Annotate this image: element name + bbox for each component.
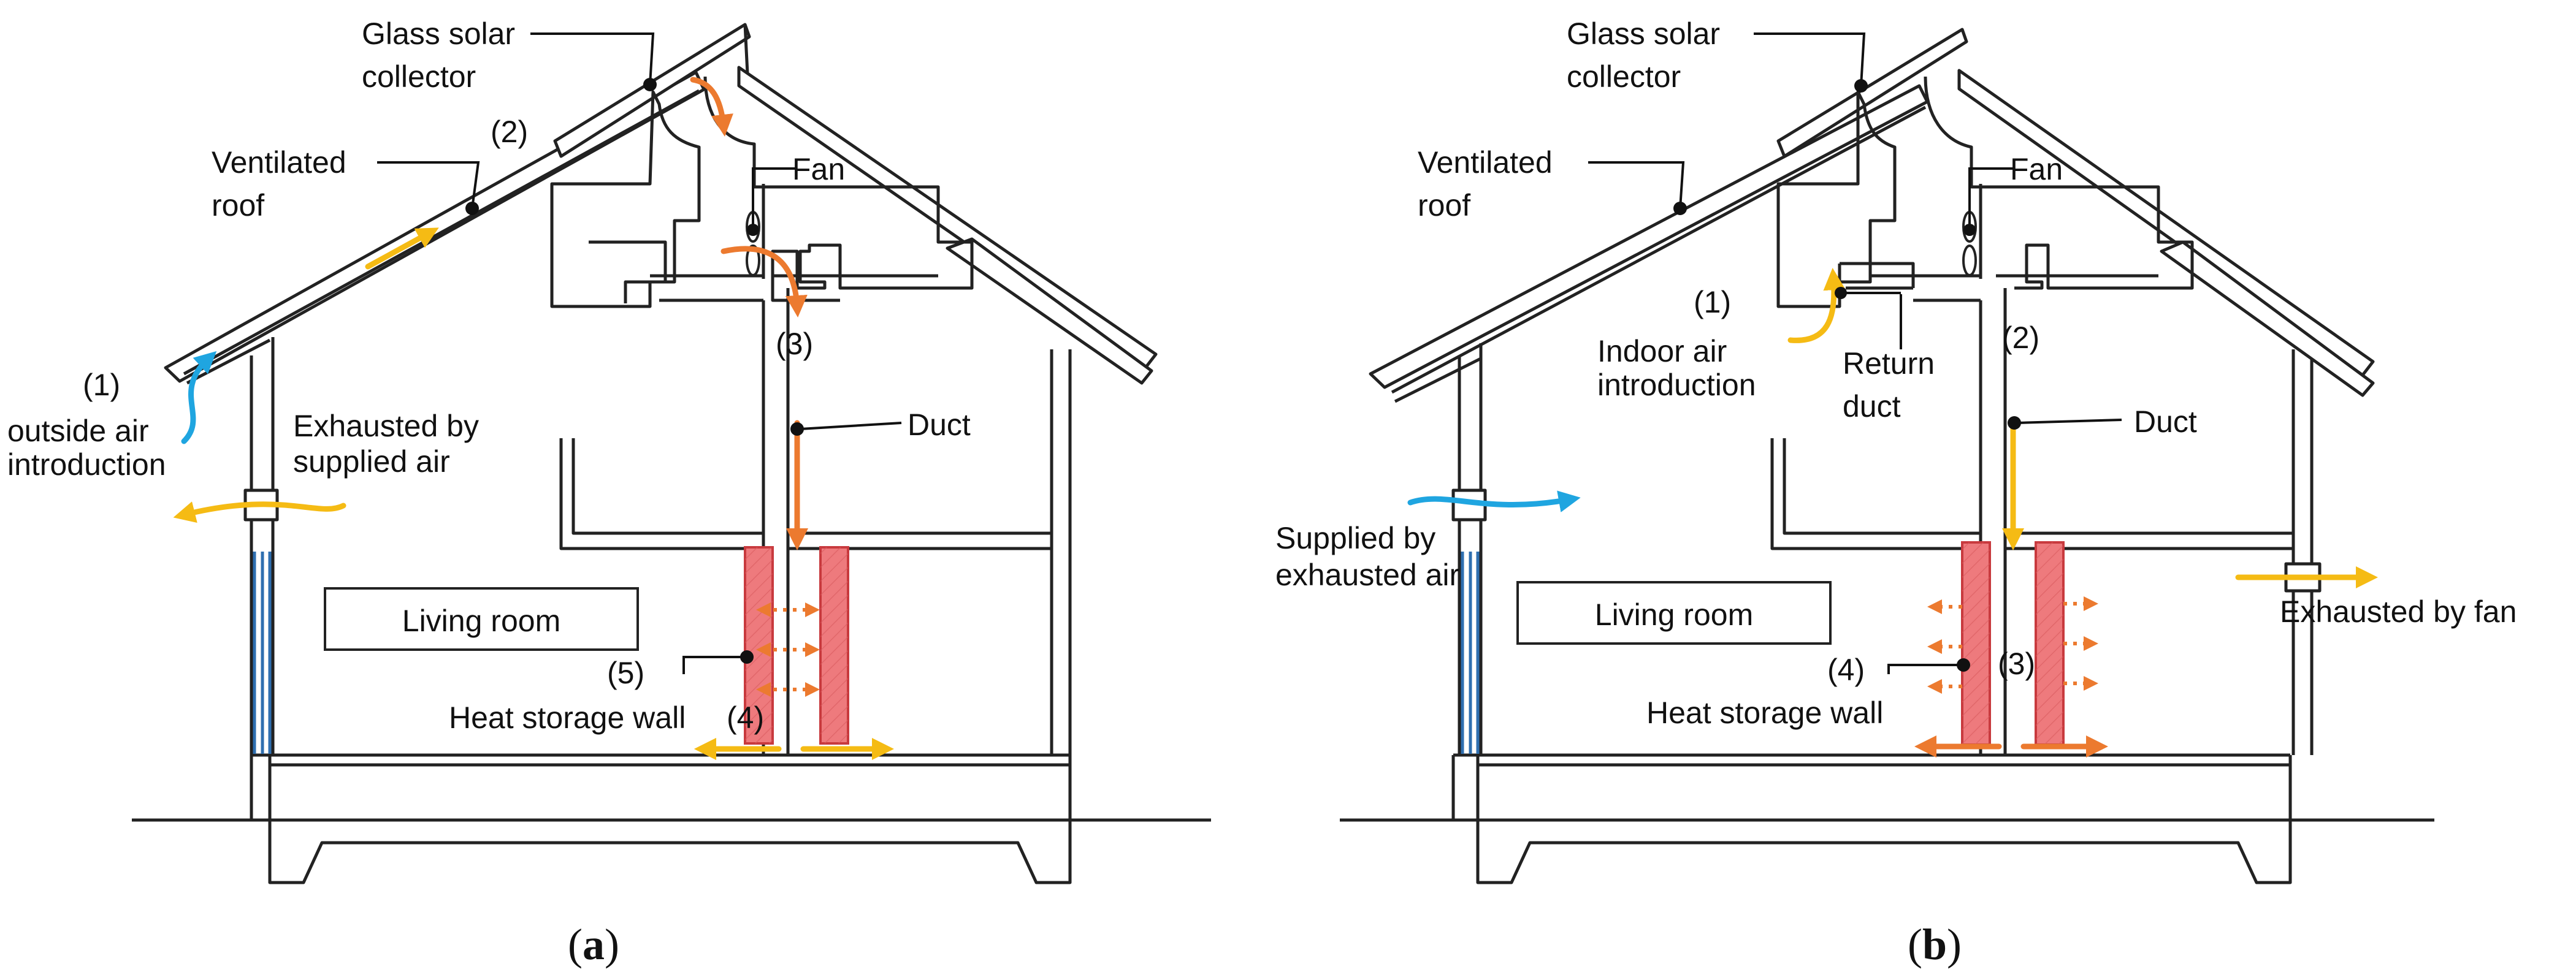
label-heat-wall-a: Heat storage wall (449, 701, 686, 735)
label-indoor-2-b: introduction (1597, 368, 1756, 402)
window-b (1461, 552, 1480, 754)
label-roof-2-b: roof (1418, 188, 1470, 222)
label-outside-2-a: introduction (7, 447, 166, 482)
label-n2-a: (2) (491, 115, 528, 149)
label-n5-a: (5) (607, 656, 644, 690)
label-n1-a: (1) (83, 368, 120, 402)
glass-solar-collector-b (1776, 28, 1968, 158)
floor-slab (251, 753, 1070, 767)
upper-floor-b (1770, 438, 2293, 550)
panel-b: Glass solar collector Ventilated roof Fa… (1275, 17, 2517, 969)
attic-chamber-b (1924, 76, 2194, 290)
heat-storage-wall-b (1961, 541, 2065, 746)
leader-roof-a (377, 161, 480, 209)
attic-left-box-2 (589, 240, 667, 303)
label-living-room-b: Living room (1595, 598, 1753, 632)
ventilated-roof-inner (183, 89, 700, 385)
label-indoor-1-b: Indoor air (1597, 334, 1727, 368)
dot-roof-b (1673, 202, 1687, 215)
label-exhausted-1-a: Exhausted by (293, 409, 479, 443)
roof-air-arrow (365, 227, 439, 270)
leader-fan-b (1968, 167, 2014, 230)
label-supplied-1-b: Supplied by (1275, 521, 1435, 555)
foundation (250, 753, 1072, 884)
attic-floor-a (650, 274, 938, 302)
indoor-air-arrow (1787, 268, 1846, 343)
leader-wall-a (682, 656, 747, 674)
exhaust-arrow-a (173, 501, 346, 523)
caption-a: (a) (568, 920, 619, 969)
outside-air-arrow (181, 351, 217, 444)
label-n4-b: (4) (1827, 653, 1865, 687)
dot-collector-a (643, 78, 657, 91)
dot-wall-a (740, 650, 754, 664)
label-collector-1-a: Glass solar (362, 17, 515, 51)
leader-wall-b (1887, 664, 1963, 674)
floor-slab-b (1453, 753, 2290, 767)
fan-air-arrow (720, 246, 808, 317)
dot-duct-a (790, 422, 804, 436)
label-roof-1-b: Ventilated (1418, 145, 1553, 180)
label-fan-b: Fan (2010, 152, 2063, 186)
label-duct-b: Duct (2134, 405, 2197, 439)
left-wall (250, 337, 275, 755)
attic-floor-b (1870, 274, 2158, 302)
leader-collector-b (1754, 32, 1866, 86)
label-roof-2-a: roof (212, 188, 264, 222)
attic-left-box-b (1776, 90, 1897, 308)
right-eave (946, 237, 1153, 385)
dot-duct-b (2008, 416, 2021, 430)
label-n1-b: (1) (1694, 285, 1731, 319)
label-return-2-b: duct (1843, 389, 1901, 424)
right-wall (1050, 349, 1072, 755)
label-n2-b: (2) (2002, 321, 2039, 355)
label-return-1-b: Return (1843, 346, 1935, 381)
attic-left-box (550, 90, 701, 308)
dot-fan-a (747, 224, 759, 236)
upper-floor-a (559, 349, 1053, 550)
supply-air-arrow-b (1407, 490, 1581, 512)
dot-wall-b (1957, 658, 1970, 672)
label-roof-1-a: Ventilated (212, 145, 346, 180)
collector-air-arrow (690, 77, 733, 137)
window-a (253, 552, 272, 754)
ventilated-roof-inner-b (1391, 105, 1927, 403)
label-collector-1-b: Glass solar (1567, 17, 1720, 51)
panel-a: Glass solar collector (2) Ventilated roo… (7, 17, 1211, 969)
label-exhausted-fan-b: Exhausted by fan (2280, 594, 2517, 629)
right-eave-b (2160, 240, 2375, 397)
left-wall-b (1458, 343, 1483, 755)
label-collector-2-b: collector (1567, 59, 1681, 94)
label-n3-b: (3) (1998, 647, 2035, 681)
label-fan-a: Fan (792, 152, 845, 186)
label-n4-a: (4) (727, 701, 764, 735)
caption-b: (b) (1908, 920, 1962, 969)
attic-chamber (703, 76, 974, 302)
leader-collector-a (530, 32, 655, 85)
foundation-b (1451, 753, 2292, 884)
living-room-box-b (1516, 581, 1832, 645)
leader-roof-b (1588, 161, 1685, 209)
label-heat-wall-b: Heat storage wall (1646, 696, 1883, 730)
living-room-box-a (324, 587, 639, 651)
right-roof (737, 66, 1158, 370)
dot-collector-b (1854, 79, 1868, 93)
label-living-room-a: Living room (402, 604, 560, 638)
leader-duct-a (800, 422, 902, 430)
right-wall-b (2291, 349, 2314, 755)
label-outside-1-a: outside air (7, 414, 149, 448)
dot-fan-b (1963, 224, 1976, 236)
label-n3-a: (3) (776, 327, 813, 361)
label-duct-a: Duct (908, 408, 971, 442)
label-supplied-2-b: exhausted air (1275, 558, 1459, 592)
dot-roof-a (465, 202, 479, 215)
label-collector-2-a: collector (362, 59, 476, 94)
leader-fan-a (752, 167, 797, 230)
label-exhausted-2-a: supplied air (293, 444, 450, 479)
leader-duct-b (2017, 419, 2122, 424)
